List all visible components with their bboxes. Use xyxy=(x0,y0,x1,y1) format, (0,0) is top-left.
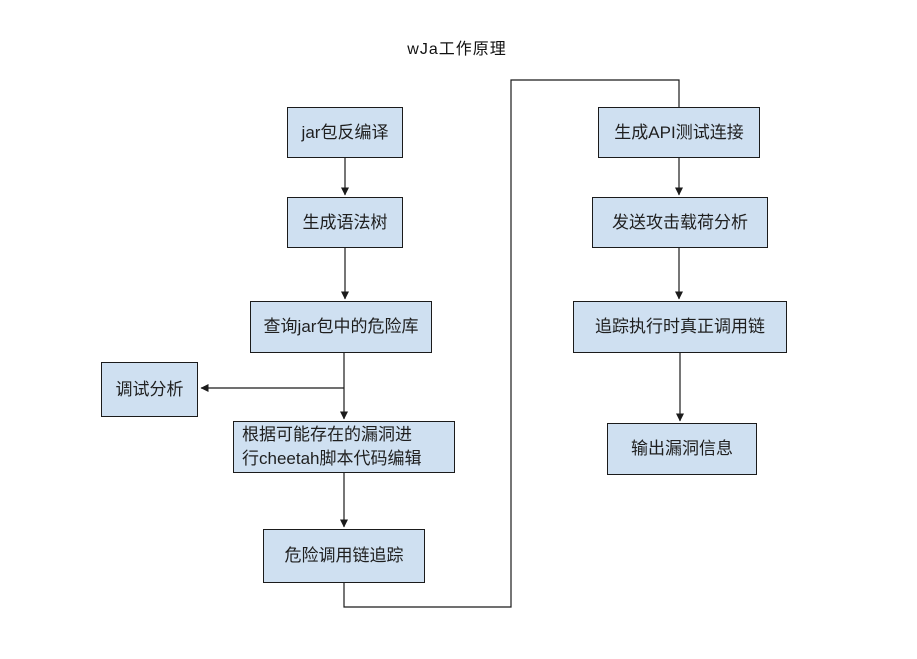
node-debug-analysis: 调试分析 xyxy=(101,362,198,417)
node-attack-payload: 发送攻击载荷分析 xyxy=(592,197,768,248)
node-output-vuln-info: 输出漏洞信息 xyxy=(607,423,757,475)
node-query-danger-libs: 查询jar包中的危险库 xyxy=(250,301,432,353)
node-jar-decompile: jar包反编译 xyxy=(287,107,403,158)
node-api-test-link: 生成API测试连接 xyxy=(598,107,760,158)
node-danger-call-chain: 危险调用链追踪 xyxy=(263,529,425,583)
diagram-title: wJa工作原理 xyxy=(407,41,507,58)
node-cheetah-edit: 根据可能存在的漏洞进 行cheetah脚本代码编辑 xyxy=(233,421,455,473)
node-trace-real-chain: 追踪执行时真正调用链 xyxy=(573,301,787,353)
node-syntax-tree: 生成语法树 xyxy=(287,197,403,248)
